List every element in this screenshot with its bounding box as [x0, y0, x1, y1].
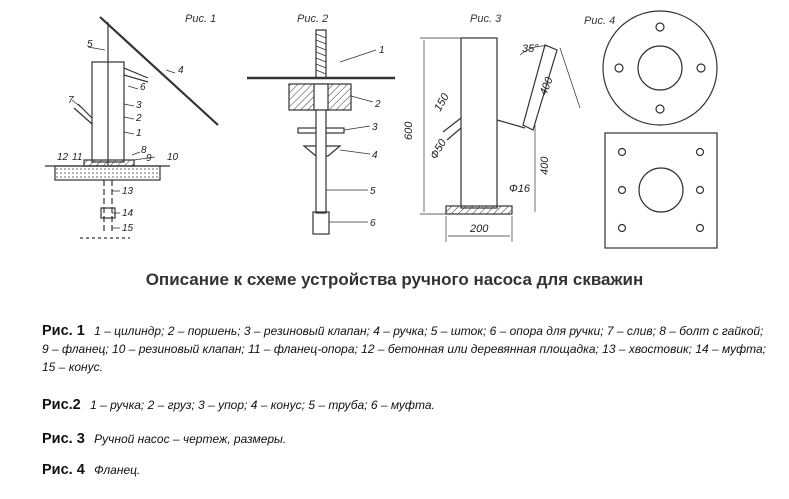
fig1-label-9: 9: [146, 153, 152, 164]
fig1-label-10: 10: [167, 152, 179, 163]
square-flange: [604, 132, 718, 249]
fig1-label-4: 4: [178, 65, 184, 76]
fig1-label-5: 5: [87, 39, 93, 50]
concrete-platform: [54, 165, 161, 181]
fig1-label-6: 6: [140, 82, 146, 93]
fig2-label-3: 3: [372, 122, 378, 133]
figure-2: Рис. 2: [247, 13, 395, 235]
fig3-dim-400-top: 400: [538, 75, 556, 97]
figure-3-caption: Рис. 3: [470, 13, 502, 25]
page-title: Описание к схеме устройства ручного насо…: [145, 270, 644, 289]
legend-fig3-text: Ручной насос – чертеж, размеры.: [94, 432, 287, 446]
legend-fig1-text: 1 – цилиндр; 2 – поршень; 3 – резиновый …: [42, 324, 767, 374]
fig2-label-1: 1: [379, 45, 385, 56]
fig3-dim-150: 150: [432, 91, 452, 114]
legend-fig3-label: Рис. 3: [42, 431, 85, 447]
fig1-label-15: 15: [122, 223, 134, 234]
fig3-dim-600: 600: [403, 121, 415, 140]
legend-fig3: Рис. 3 Ручной насос – чертеж, размеры.: [42, 430, 772, 448]
fig1-label-8: 8: [141, 145, 147, 156]
drawings-panel: Рис. 1 5 4: [45, 10, 718, 249]
fig3-dim-d16: Ф16: [509, 183, 531, 195]
pump-drawings: Рис. 1 5 4: [45, 10, 718, 249]
legend-fig1: Рис. 1 1 – цилиндр; 2 – поршень; 3 – рез…: [42, 322, 772, 376]
fig2-label-5: 5: [370, 186, 376, 197]
fig3-dim-d50: Ф50: [428, 137, 449, 162]
legend-fig4-label: Рис. 4: [42, 462, 85, 478]
fig3-dim-200: 200: [469, 223, 489, 235]
fig1-label-2: 2: [135, 113, 142, 124]
legend-fig4: Рис. 4 Фланец.: [42, 461, 772, 479]
fig1-label-13: 13: [122, 186, 134, 197]
legend-fig4-text: Фланец.: [94, 463, 141, 477]
fig1-label-11: 11: [72, 152, 82, 163]
figure-4-caption: Рис. 4: [584, 15, 615, 27]
figure-1: Рис. 1: [45, 13, 219, 239]
figure-3: Рис. 3: [420, 13, 581, 242]
fig3-dim-400-side: 400: [539, 156, 551, 175]
legend-fig2: Рис.2 1 – ручка; 2 – груз; 3 – упор; 4 –…: [42, 396, 772, 414]
figure-1-caption: Рис. 1: [185, 13, 216, 25]
pump-handle: [99, 16, 219, 126]
fig2-label-4: 4: [372, 150, 378, 161]
fig1-label-12: 12: [57, 152, 69, 163]
legend-fig2-label: Рис.2: [42, 397, 81, 413]
fig1-label-14: 14: [122, 208, 134, 219]
legend-fig2-text: 1 – ручка; 2 – груз; 3 – упор; 4 – конус…: [90, 398, 435, 412]
legend-fig1-label: Рис. 1: [42, 323, 85, 339]
fig1-label-3: 3: [136, 100, 142, 111]
fig3-dim-angle: 35°: [522, 43, 539, 55]
figure-4: Рис. 4: [584, 10, 718, 249]
figure-2-caption: Рис. 2: [297, 13, 328, 25]
fig1-label-1: 1: [136, 128, 142, 139]
fig2-label-6: 6: [370, 218, 376, 229]
fig1-label-7: 7: [68, 95, 74, 106]
round-flange: [602, 10, 718, 126]
fig2-label-2: 2: [374, 99, 381, 110]
